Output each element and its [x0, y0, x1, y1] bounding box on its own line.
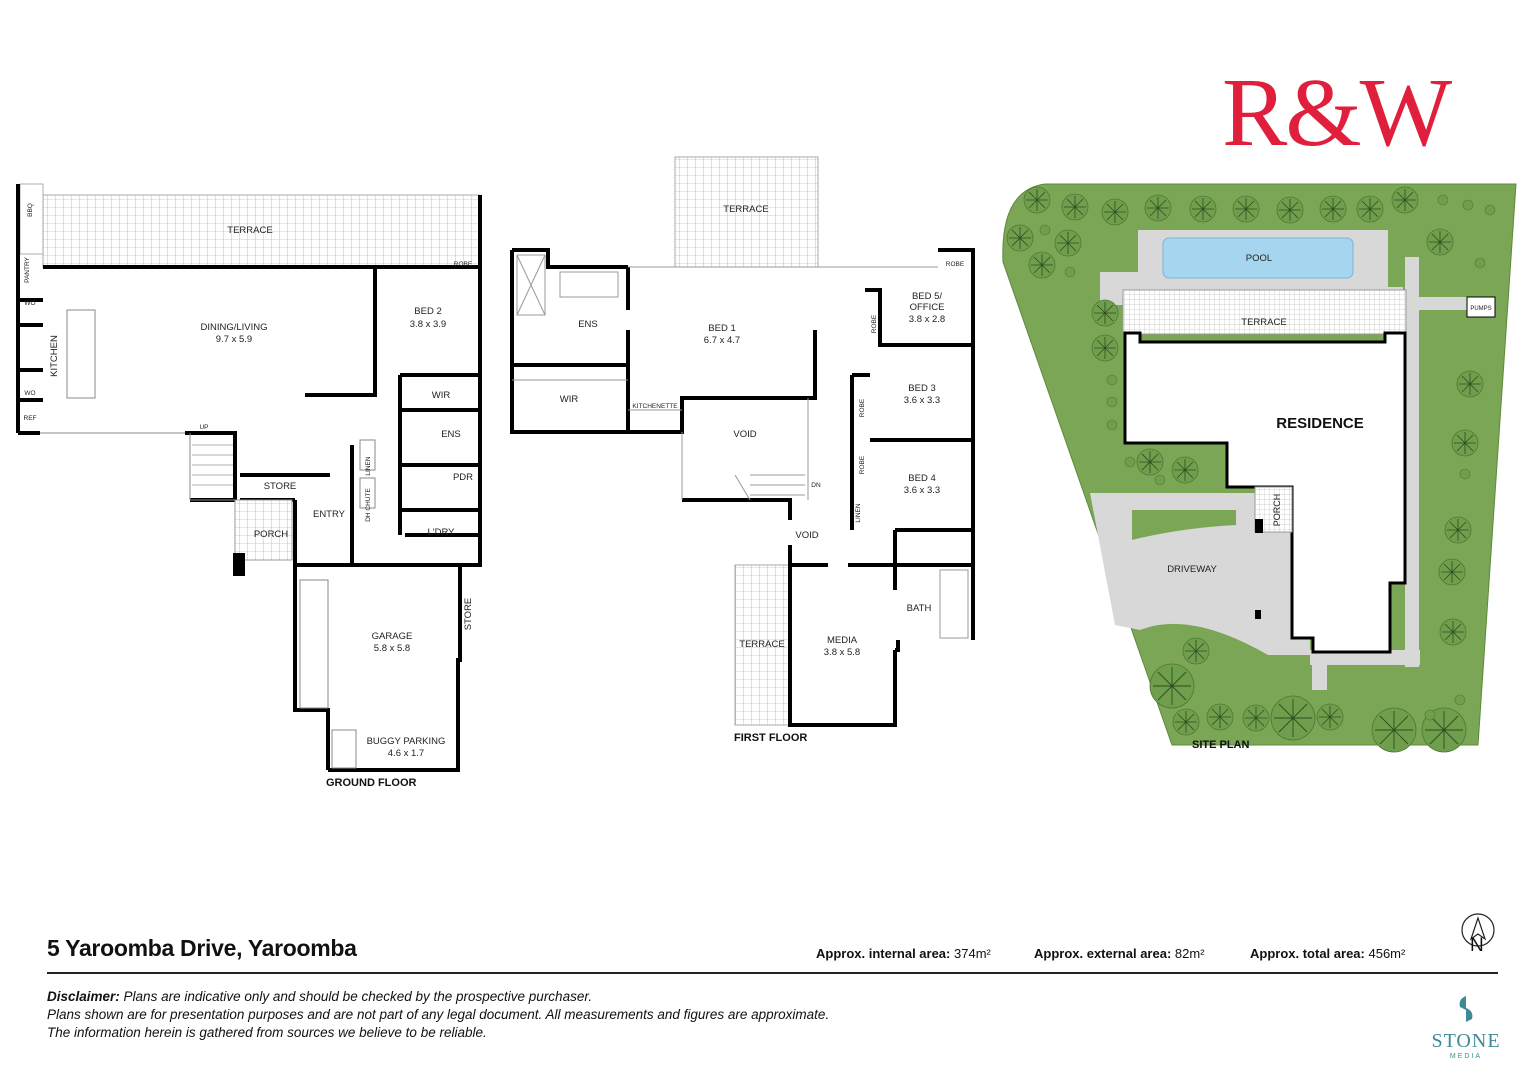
buggy-label: BUGGY PARKING [367, 736, 446, 747]
stone-media-sub: MEDIA [1449, 1053, 1483, 1060]
media-label: MEDIA [827, 635, 858, 646]
internal-area: Approx. internal area: 374m² [816, 946, 991, 961]
void1-label: VOID [733, 429, 756, 440]
site-plan: POOL TERRACE RESIDENCE PORCH DRIVEWAY PU… [1002, 183, 1517, 753]
bed5-office-label: OFFICE [910, 302, 945, 313]
gf-wir-label: WIR [432, 390, 451, 401]
laundry-label: L'DRY [428, 527, 456, 538]
first-floor-plan: TERRACE TERRACE [510, 156, 975, 744]
stone-media-name: STONE [1431, 1030, 1501, 1052]
media-size: 3.8 x 5.8 [824, 647, 860, 658]
total-area: Approx. total area: 456m² [1250, 946, 1405, 961]
residence-label: RESIDENCE [1276, 415, 1364, 432]
ff-robe1-label: ROBE [946, 261, 965, 268]
dn-label: DN [811, 482, 821, 489]
disclaimer-line-1: Plans are indicative only and should be … [119, 989, 593, 1004]
chute-label: DH CHUTE [365, 488, 372, 522]
bed1-size: 6.7 x 4.7 [704, 335, 740, 346]
bed1-label: BED 1 [708, 323, 735, 334]
pool-label: POOL [1246, 253, 1272, 264]
ground-floor-plan: TERRACE BBQ [16, 183, 482, 789]
north-arrow-icon [1461, 913, 1495, 947]
stone-logo-icon [1459, 996, 1473, 1022]
driveway-label: DRIVEWAY [1167, 564, 1217, 575]
disclaimer-line-2: Plans shown are for presentation purpose… [47, 1007, 830, 1022]
total-area-value: 456m² [1368, 946, 1406, 961]
linen-label: LINEN [365, 456, 372, 475]
total-area-label: Approx. total area: [1250, 946, 1365, 961]
site-terrace-label: TERRACE [1241, 317, 1286, 328]
disclaimer: Disclaimer: Plans are indicative only an… [47, 988, 829, 1042]
buggy-size: 4.6 x 1.7 [388, 748, 424, 759]
ff-robe3-label: ROBE [859, 398, 866, 417]
internal-area-value: 374m² [954, 946, 991, 961]
rw-logo: R&W [1222, 59, 1452, 167]
void2-label: VOID [795, 530, 818, 541]
gf-store2-label: STORE [463, 598, 474, 631]
disclaimer-label: Disclaimer: [47, 989, 120, 1004]
pantry-label: PANTRY [24, 256, 31, 282]
property-address: 5 Yaroomba Drive, Yaroomba [47, 935, 357, 961]
bed3-size: 3.6 x 3.3 [904, 395, 940, 406]
ff-robe4-label: ROBE [859, 455, 866, 474]
dining-living-size: 9.7 x 5.9 [216, 334, 252, 345]
bed5-label: BED 5/ [912, 291, 942, 302]
footer-divider [47, 972, 1498, 974]
bed2-label: BED 2 [414, 306, 441, 317]
floor-plans: TERRACE BBQ [16, 156, 1517, 789]
external-area-label: Approx. external area: [1034, 946, 1172, 961]
bed5-size: 3.8 x 2.8 [909, 314, 945, 325]
ff-terrace-label: TERRACE [723, 204, 768, 215]
ff-terrace2-label: TERRACE [739, 639, 784, 650]
bed3-label: BED 3 [908, 383, 935, 394]
external-area: Approx. external area: 82m² [1034, 946, 1205, 961]
bath-label: BATH [907, 603, 932, 614]
wo2-label: WO [24, 390, 35, 397]
dining-living-label: DINING/LIVING [200, 322, 267, 333]
up-label: UP [199, 424, 208, 431]
pumps-label: PUMPS [1470, 306, 1491, 312]
gf-store-label: STORE [264, 481, 297, 492]
wo1-label: WO [24, 300, 35, 307]
bed4-size: 3.6 x 3.3 [904, 485, 940, 496]
gf-terrace-label: TERRACE [227, 225, 272, 236]
gf-robe-label: ROBE [454, 261, 473, 268]
garage-label: GARAGE [372, 631, 413, 642]
entry-label: ENTRY [313, 509, 346, 520]
bbq-label: BBQ [27, 203, 34, 217]
gf-ens-label: ENS [441, 429, 461, 440]
ff-ens-label: ENS [578, 319, 598, 330]
site-plan-label: SITE PLAN [1192, 739, 1250, 751]
gf-terrace [42, 194, 481, 268]
pdr-label: PDR [453, 472, 473, 483]
ref-label: REF [24, 415, 37, 422]
disclaimer-line-3: The information herein is gathered from … [47, 1025, 487, 1040]
north-label: N [1470, 935, 1484, 956]
stone-media-logo: STONE MEDIA [1430, 995, 1502, 1060]
garage-size: 5.8 x 5.8 [374, 643, 410, 654]
external-area-value: 82m² [1174, 946, 1205, 961]
first-floor-label: FIRST FLOOR [734, 732, 807, 744]
kitchenette-label: KITCHENETTE [632, 403, 678, 410]
kitchen-label: KITCHEN [49, 335, 60, 377]
site-porch-label: PORCH [1272, 494, 1282, 527]
ff-wir-label: WIR [560, 394, 579, 405]
bed2-size: 3.8 x 3.9 [410, 319, 446, 330]
ff-linen-label: LINEN [855, 503, 862, 522]
internal-area-label: Approx. internal area: [816, 946, 951, 961]
bed4-label: BED 4 [908, 473, 935, 484]
porch-label: PORCH [254, 529, 288, 540]
ground-floor-label: GROUND FLOOR [326, 777, 416, 789]
ff-robe2-label: ROBE [871, 314, 878, 333]
